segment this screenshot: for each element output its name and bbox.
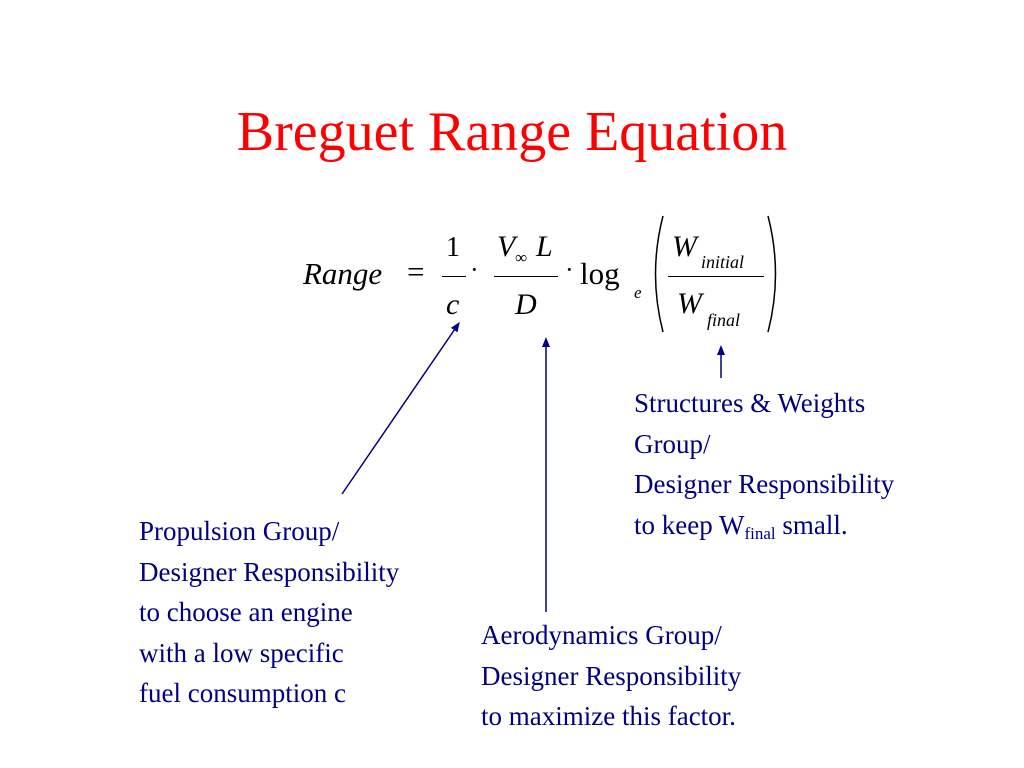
log-function: log: [580, 256, 620, 291]
structures-line-3: Designer Responsibility: [634, 469, 895, 499]
w-final: W: [677, 287, 702, 320]
infinity-subscript: ∞: [515, 248, 528, 267]
equals-sign: =: [407, 254, 425, 289]
propulsion-line-4: with a low specific: [139, 637, 344, 668]
propulsion-callout: Propulsion Group/ Designer Responsibilit…: [139, 511, 399, 714]
w-initial: W: [672, 230, 697, 263]
drag-d: D: [515, 288, 537, 321]
velocity-v: V: [497, 230, 516, 263]
structures-line-1: Structures & Weights: [634, 388, 866, 418]
aero-line-1: Aerodynamics Group/: [481, 620, 722, 650]
structures-line-2: Group/: [634, 428, 711, 459]
w-final-subscript: final: [707, 310, 741, 330]
arrow-to-c: [341, 321, 460, 495]
propulsion-line-5: fuel consumption c: [139, 678, 346, 708]
structures-callout: Structures & Weights Group/ Designer Res…: [634, 383, 894, 545]
fraction-bar-1: [442, 276, 466, 277]
lift-l: L: [536, 230, 553, 263]
fraction-one: 1: [446, 232, 460, 263]
structures-line-4-prefix: to keep W: [634, 509, 745, 540]
dot-operator-2: ·: [565, 255, 574, 284]
propulsion-line-2: Designer Responsibility: [139, 556, 400, 587]
propulsion-line-1: Propulsion Group/: [139, 516, 340, 546]
fraction-bar-2: [494, 276, 558, 277]
fraction-bar-3: [668, 276, 764, 277]
structures-line-4-subscript: final: [744, 523, 776, 543]
aero-line-3: to maximize this factor.: [481, 701, 736, 731]
propulsion-line-3: to choose an engine: [139, 597, 353, 627]
aero-callout: Aerodynamics Group/ Designer Responsibil…: [481, 615, 741, 737]
dot-operator-1: ·: [470, 255, 479, 284]
range-variable: Range: [303, 256, 383, 291]
slide-title: Breguet Range Equation: [236, 101, 788, 163]
structures-line-4-suffix: small.: [775, 509, 848, 540]
w-initial-subscript: initial: [701, 252, 745, 272]
fuel-consumption-c: c: [446, 288, 460, 321]
aero-line-2: Designer Responsibility: [481, 660, 742, 691]
structures-line-4: to keep Wfinal small.: [634, 505, 894, 546]
log-base-e: e: [634, 283, 642, 302]
right-parenthesis: [767, 215, 777, 333]
left-parenthesis: [654, 215, 664, 333]
